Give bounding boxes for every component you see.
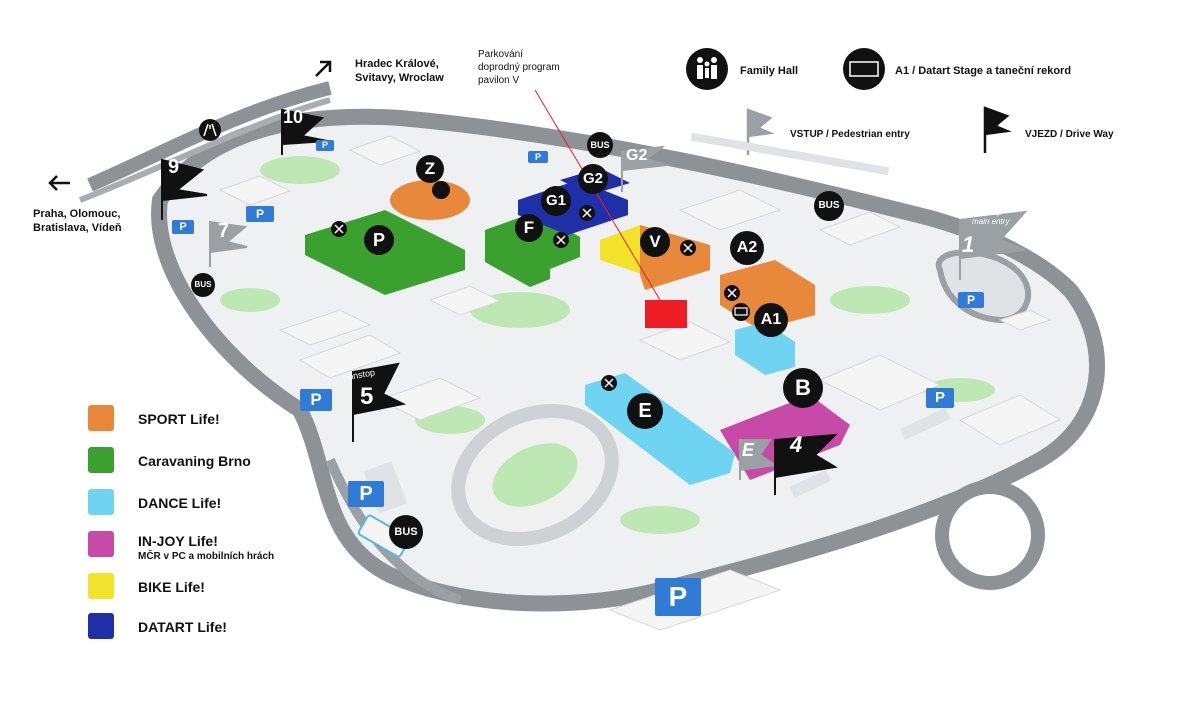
parking-sign-9[interactable]: P bbox=[316, 140, 334, 151]
legend-label-datart: DATART Life! bbox=[138, 619, 227, 635]
highway-lane bbox=[78, 97, 331, 203]
drive-flag-key-icon bbox=[983, 106, 1012, 153]
direction-ne-label: Hradec Králové, Svitavy, Wroclaw bbox=[355, 58, 444, 84]
gate-9-label: 9 bbox=[168, 156, 180, 178]
gate-g2-label: G2 bbox=[626, 147, 648, 164]
arrow-ne-icon bbox=[315, 60, 332, 77]
pavilion-v-bike bbox=[600, 225, 645, 275]
gate-4-label: 4 bbox=[790, 432, 803, 457]
arrow-w-icon bbox=[48, 175, 70, 191]
bus-stop-top[interactable]: BUS bbox=[587, 132, 613, 158]
stadium-field bbox=[492, 443, 578, 507]
legend-swatch-injoy bbox=[88, 531, 114, 557]
legend-item-caravaning: Caravaning Brno bbox=[88, 447, 318, 481]
pavilion-f-badge[interactable]: F bbox=[515, 214, 543, 242]
stage-key-label: A1 / Datart Stage a taneční rekord bbox=[895, 65, 1072, 77]
gate-flags bbox=[161, 108, 1028, 495]
parking-sign-1[interactable]: P bbox=[172, 220, 194, 234]
pavilion-v-badge[interactable]: V bbox=[640, 227, 670, 257]
legend-swatch-datart bbox=[88, 613, 114, 639]
stage-key-icon bbox=[843, 48, 885, 90]
drive-way-key-label: VJEZD / Drive Way bbox=[1025, 129, 1114, 140]
legend-label-injoy: IN-JOY Life! bbox=[138, 533, 218, 549]
gate-main-entry-label: hl. vstup main entry bbox=[972, 208, 1010, 226]
family-hall-key-label: Family Hall bbox=[740, 65, 799, 77]
pavilion-p-badge[interactable]: P bbox=[364, 225, 394, 255]
pavilion-e-shape bbox=[585, 373, 735, 485]
parking-sign-6[interactable]: P bbox=[926, 388, 954, 408]
parking-program-area bbox=[645, 300, 687, 328]
parking-sign-2[interactable]: P bbox=[246, 206, 274, 222]
pavilion-g2-badge[interactable]: G2 bbox=[578, 164, 608, 194]
legend-sublabel-injoy: MČR v PC a mobilních hrách bbox=[138, 551, 275, 562]
pavilion-z-badge[interactable]: Z bbox=[416, 155, 444, 183]
legend-item-datart: DATART Life! bbox=[88, 613, 318, 647]
legend-label-bike: BIKE Life! bbox=[138, 579, 205, 595]
legend-item-bike: BIKE Life! bbox=[88, 573, 318, 607]
pavilion-e-badge[interactable]: E bbox=[627, 393, 663, 429]
family-hall-icon bbox=[432, 181, 450, 199]
pavilion-a1-shape bbox=[735, 322, 795, 375]
pavilion-g1-badge[interactable]: G1 bbox=[541, 186, 571, 216]
bus-stop-left[interactable]: BUS bbox=[191, 273, 215, 297]
gate-e-label: E bbox=[742, 440, 755, 460]
highway-icon bbox=[199, 119, 221, 141]
parking-sign-8[interactable]: P bbox=[528, 151, 548, 163]
gate-1-label: 1 bbox=[962, 232, 975, 257]
legend-swatch-sport bbox=[88, 405, 114, 431]
bus-stop-right[interactable]: BUS bbox=[814, 191, 844, 221]
legend-swatch-dance bbox=[88, 489, 114, 515]
pavilion-a1-badge[interactable]: A1 bbox=[754, 303, 788, 337]
parking-sign-7[interactable]: P bbox=[958, 292, 984, 308]
pavilion-f-shape bbox=[485, 212, 580, 287]
pavilion-b-badge[interactable]: B bbox=[783, 368, 823, 408]
legend-item-sport: SPORT Life! bbox=[88, 405, 318, 439]
parking-sign-3[interactable]: P bbox=[300, 389, 332, 411]
legend-swatch-caravaning bbox=[88, 447, 114, 473]
gate-10-label: 10 bbox=[283, 107, 304, 127]
pavilion-z-shape bbox=[390, 180, 470, 220]
gate-5-label: 5 bbox=[360, 383, 374, 410]
legend-swatch-bike bbox=[88, 573, 114, 599]
parking-sign-4[interactable]: P bbox=[348, 481, 384, 507]
legend-item-dance: DANCE Life! bbox=[88, 489, 318, 523]
parking-sign-5[interactable]: P bbox=[655, 578, 701, 616]
pavilion-a2-badge[interactable]: A2 bbox=[730, 231, 764, 265]
direction-w-label: Praha, Olomouc, Bratislava, Vídeň bbox=[33, 208, 122, 234]
roundabout bbox=[935, 480, 1045, 590]
parking-note-pointer bbox=[534, 89, 661, 301]
legend-label-sport: SPORT Life! bbox=[138, 411, 220, 427]
legend-item-injoy: IN-JOY Life! MČR v PC a mobilních hrách bbox=[88, 531, 318, 565]
parking-note-label: Parkování doprodný program pavilon V bbox=[478, 49, 560, 86]
pedestrian-entry-key-label: VSTUP / Pedestrian entry bbox=[790, 129, 910, 140]
gate-7-label: 7 bbox=[218, 220, 230, 242]
parked-cars bbox=[363, 132, 951, 514]
legend-label-caravaning: Caravaning Brno bbox=[138, 453, 251, 469]
bus-stop-bottom[interactable]: BUS bbox=[389, 515, 423, 549]
legend-label-dance: DANCE Life! bbox=[138, 495, 222, 511]
